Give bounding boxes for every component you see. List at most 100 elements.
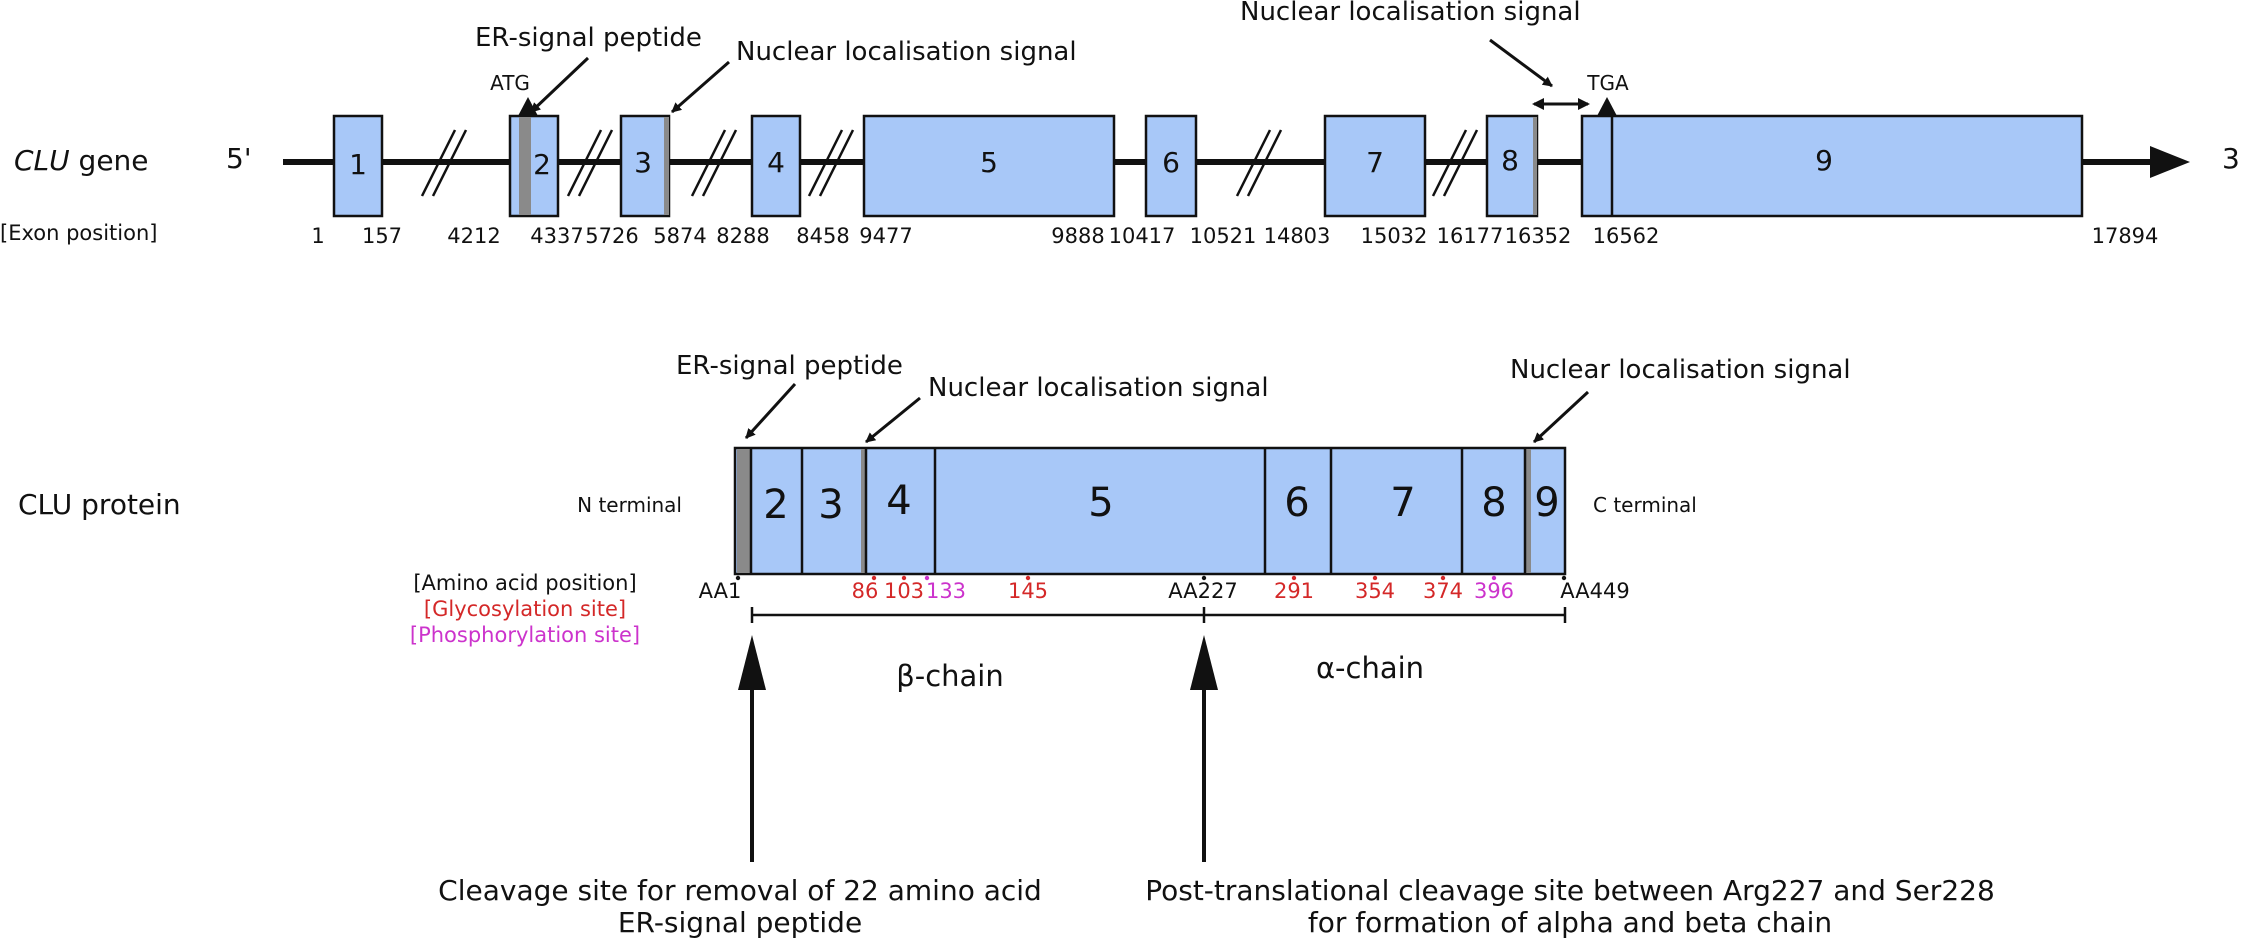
gene-nls-1-label: Nuclear localisation signal (736, 37, 1077, 67)
exon-position: 16352 (1505, 224, 1572, 248)
break-mark (1246, 129, 1283, 197)
protein-er-signal-label: ER-signal peptide (676, 351, 903, 381)
gene-exon-1 (332, 114, 384, 218)
gene-exon-8 (1485, 114, 1539, 218)
gene-exon-label: 5 (980, 146, 998, 179)
site-dot (924, 575, 930, 581)
break-mark (818, 129, 855, 197)
cleavage-1-caption-line1: Cleavage site for removal of 22 amino ac… (438, 874, 1042, 907)
site-dot (1025, 575, 1031, 581)
gene-exon-5 (862, 114, 1116, 218)
gene-exon-label: 4 (767, 146, 785, 179)
c-terminal-label: C terminal (1593, 493, 1697, 517)
protein-exon-label: 9 (1534, 480, 1559, 526)
gene-exon-label: 6 (1162, 146, 1180, 179)
protein-er-signal-region (737, 449, 751, 573)
exon-position: 5874 (653, 224, 706, 248)
break-mark (701, 129, 738, 197)
cleavage-2-caption-line1: Post-translational cleavage site between… (1145, 874, 1995, 907)
exon-position: 10521 (1190, 224, 1257, 248)
intron-breaks (420, 129, 1479, 197)
protein-nls-2-arrow (1532, 390, 1590, 444)
protein-bar (733, 446, 1567, 576)
site-dot (871, 575, 877, 581)
gene-nls-region-1 (664, 117, 669, 215)
break-mark (690, 129, 727, 197)
cleavage-1-caption-line2: ER-signal peptide (618, 906, 862, 938)
protein-exon-label: 8 (1481, 480, 1506, 526)
break-mark (577, 129, 614, 197)
gene-exon-label: 8 (1501, 144, 1519, 177)
protein-exon-label: 5 (1088, 480, 1113, 526)
exon-position-label: [Exon position] (0, 221, 157, 245)
break-mark (420, 129, 457, 197)
gene-arrowhead (2150, 146, 2190, 178)
legend-amino-acid: [Amino acid position] (413, 571, 636, 595)
protein-section: CLU protein N terminal C terminal 2 3 4 … (18, 351, 1995, 938)
gene-name: CLU (14, 144, 70, 177)
exon-position: 157 (362, 224, 402, 248)
protein-nls-region-1 (861, 449, 866, 573)
beta-chain-label: β-chain (896, 659, 1004, 693)
protein-label: CLU protein (18, 488, 181, 521)
protein-exon-label: 7 (1390, 480, 1415, 526)
site-dot (1372, 575, 1378, 581)
gene-exon-label: 3 (634, 146, 652, 179)
gene-exon-label: 7 (1366, 146, 1384, 179)
gene-er-signal-region (519, 117, 531, 215)
glycosylation-site: 86 (852, 579, 879, 603)
site-dot (1440, 575, 1446, 581)
gene-nls-region-2 (1533, 117, 1537, 215)
site-dot (901, 575, 907, 581)
gene-exon-6 (1144, 114, 1198, 218)
exon-position: 4212 (447, 224, 500, 248)
gene-nls-1-arrow (671, 60, 730, 114)
exon-position: 8288 (716, 224, 769, 248)
legend-phosphorylation: [Phosphorylation site] (410, 623, 640, 647)
three-prime-label: 3' (2222, 142, 2242, 175)
exon-position: 8458 (796, 224, 849, 248)
exon-position: 5726 (585, 224, 638, 248)
exon-position: 10417 (1109, 224, 1176, 248)
protein-exon-label: 4 (886, 478, 911, 524)
cleavage-arrow-1-head (738, 635, 766, 690)
exon-position: 17894 (2092, 224, 2159, 248)
gene-exon-4 (750, 114, 802, 218)
site-dot (1561, 575, 1567, 581)
protein-nls-2-label: Nuclear localisation signal (1510, 355, 1851, 385)
aa-position-cleavage: AA227 (1168, 579, 1237, 603)
protein-nls-1-arrow (865, 396, 921, 444)
phosphorylation-site: 133 (926, 579, 966, 603)
protein-exon-label: 6 (1284, 480, 1309, 526)
exon-position: 4337 (530, 224, 583, 248)
gene-label: CLU gene (14, 144, 149, 177)
gene-exon-label: 9 (1815, 144, 1833, 177)
exon-position: 9477 (859, 224, 912, 248)
gene-section: CLU gene 5' 3' 1 2 (0, 0, 2242, 248)
atg-label: ATG (490, 71, 530, 95)
exon-position: 9888 (1051, 224, 1104, 248)
five-prime-label: 5' (226, 142, 252, 175)
protein-exon-label: 3 (818, 482, 843, 528)
exon-position: 16562 (1593, 224, 1660, 248)
aa-position-start: AA1 (699, 579, 742, 603)
gene-exon-7 (1323, 114, 1427, 218)
n-terminal-label: N terminal (577, 493, 682, 517)
gene-nls-2-label: Nuclear localisation signal (1240, 0, 1581, 27)
break-mark (566, 129, 603, 197)
glycosylation-site: 354 (1355, 579, 1395, 603)
site-tick-dots (735, 575, 1567, 581)
cleavage-2-caption-line2: for formation of alpha and beta chain (1308, 906, 1832, 938)
site-dot (735, 575, 741, 581)
protein-nls-1-label: Nuclear localisation signal (928, 373, 1269, 403)
exon-position: 15032 (1361, 224, 1428, 248)
gene-er-signal-label: ER-signal peptide (475, 23, 702, 53)
gene-exon-label: 2 (533, 148, 551, 181)
glycosylation-site: 374 (1423, 579, 1463, 603)
gene-er-signal-arrow (529, 56, 590, 114)
site-dot (1491, 575, 1497, 581)
break-mark (1442, 129, 1479, 197)
protein-exon-label: 2 (763, 482, 788, 528)
gene-nls-2-arrow (1489, 38, 1553, 88)
